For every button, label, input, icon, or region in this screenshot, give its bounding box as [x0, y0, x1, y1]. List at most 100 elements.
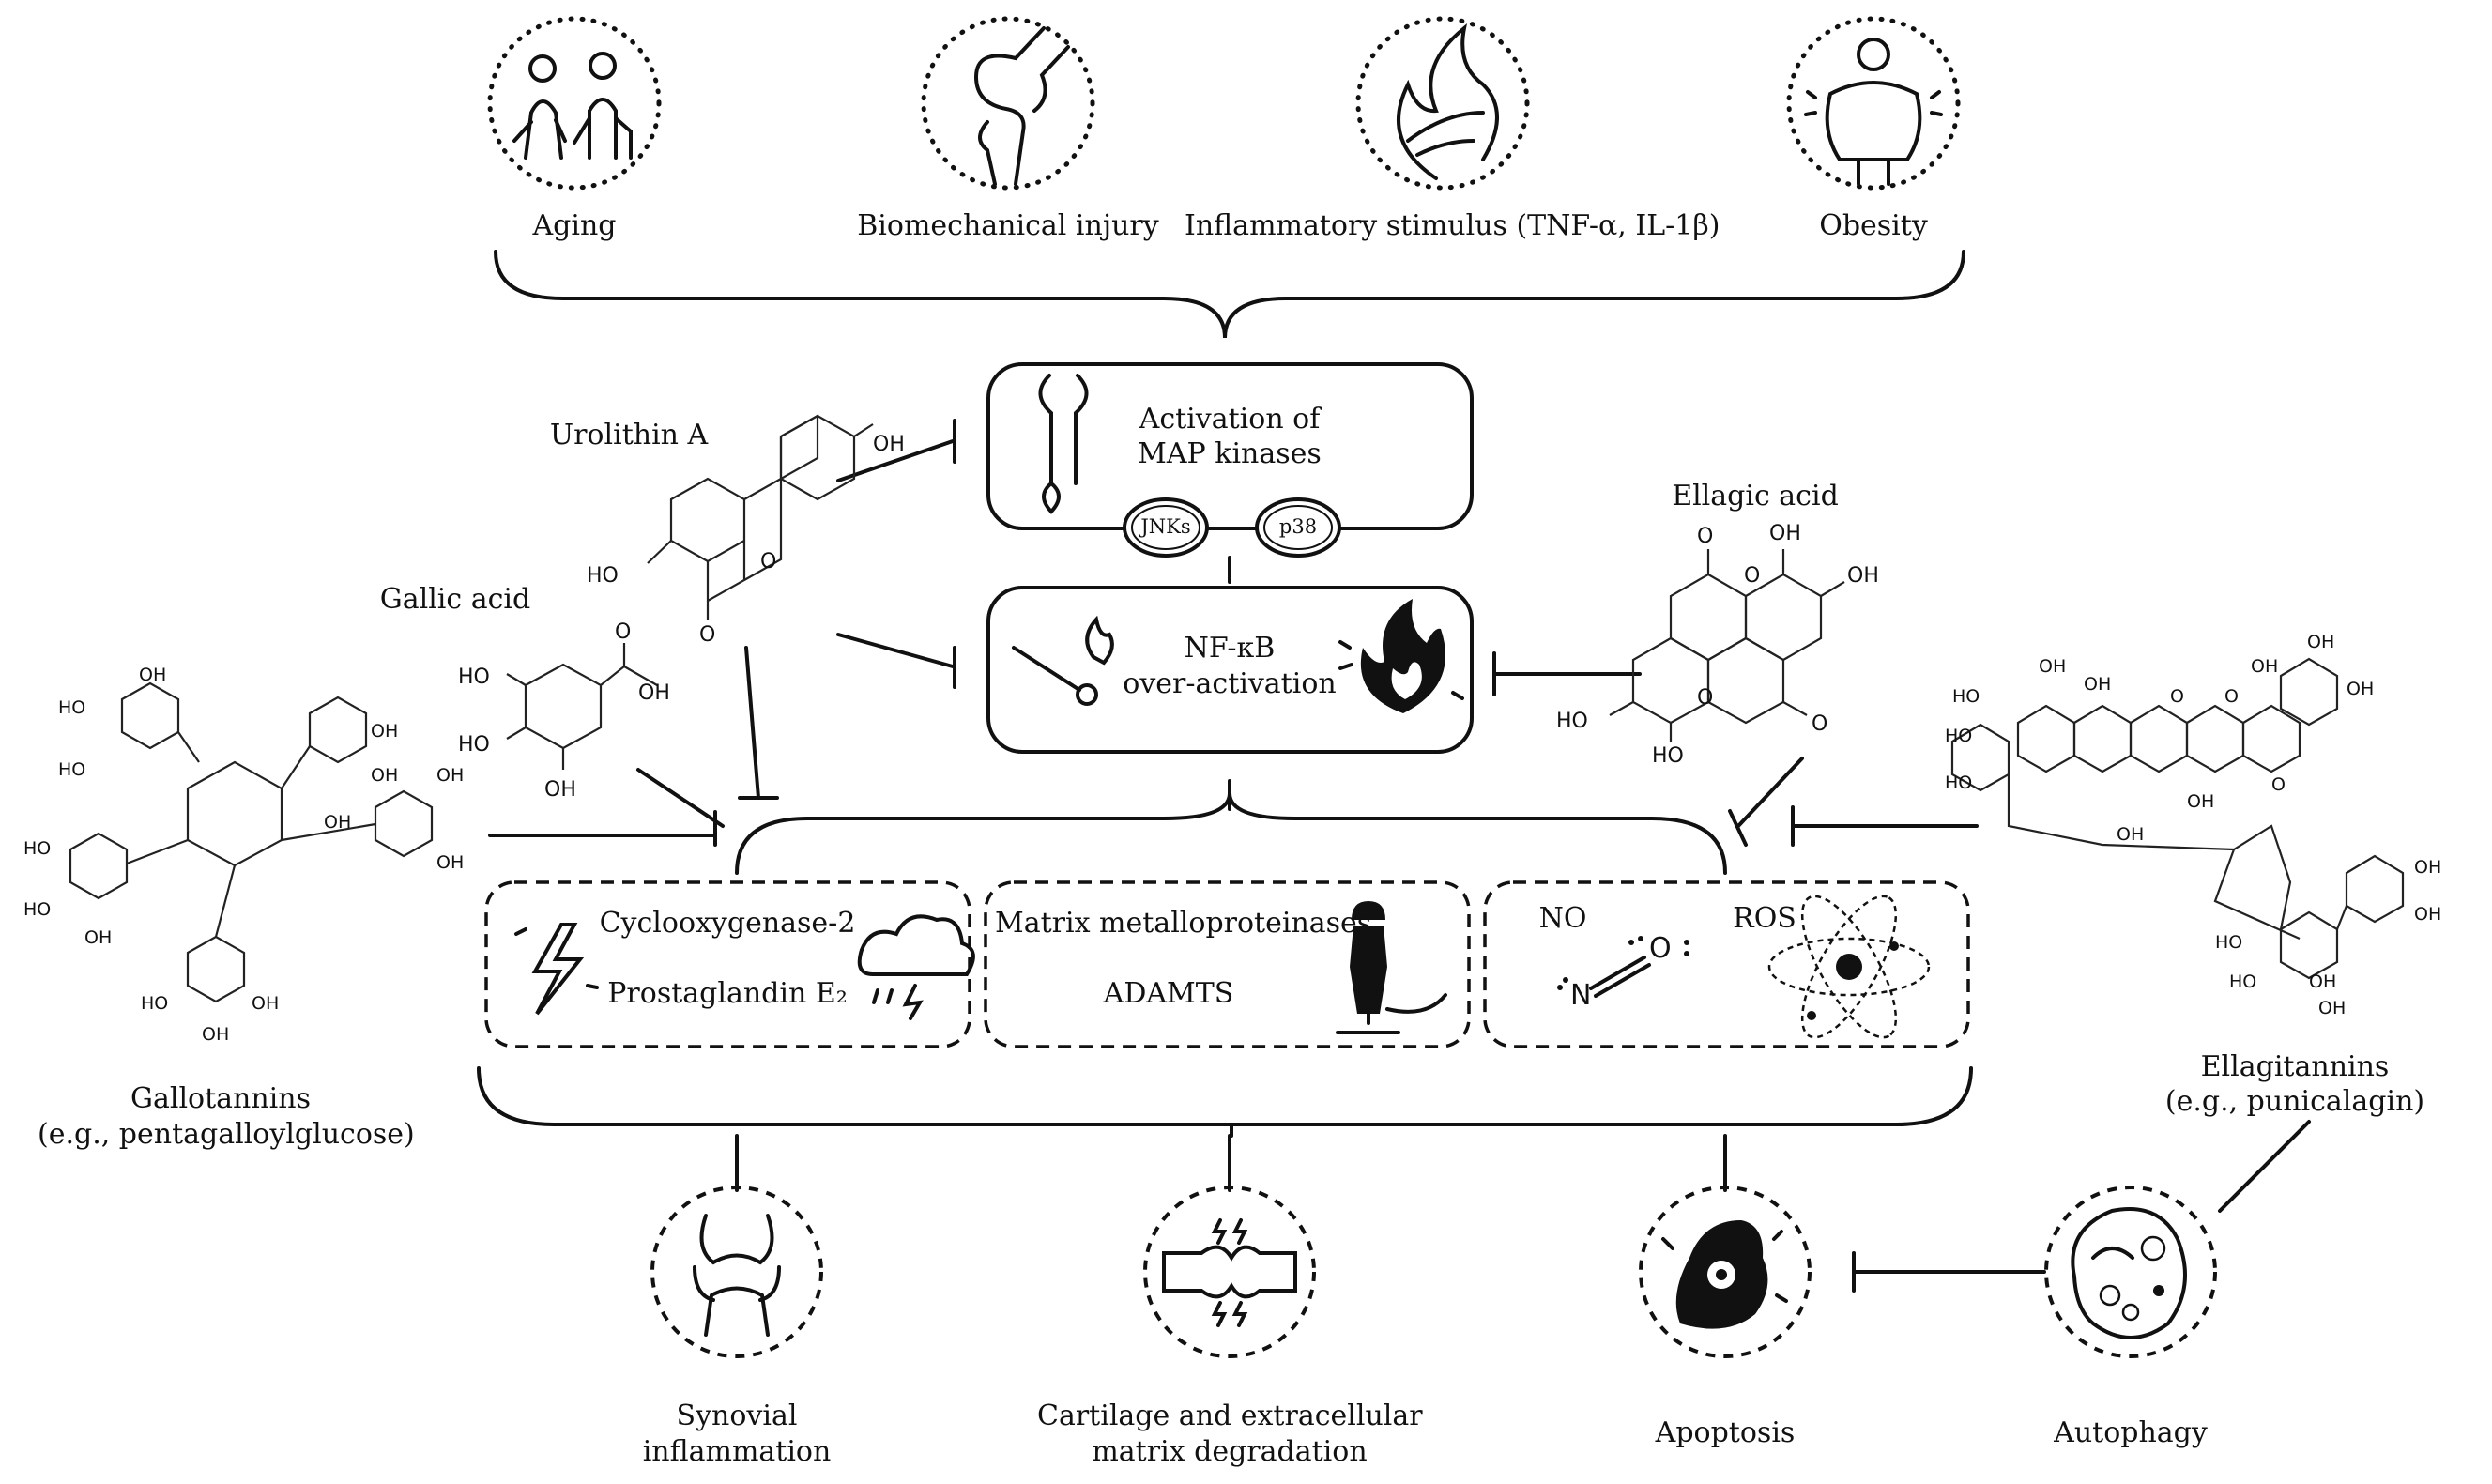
- punic-ho-1: HO: [1952, 686, 1980, 707]
- storm-cloud-icon: [857, 914, 975, 1020]
- urolithin-inhibits-nfkb: [836, 633, 956, 689]
- gallic-ho-1: HO: [458, 666, 490, 689]
- cartilage-label-2: matrix degradation: [1092, 1435, 1368, 1468]
- wrench-icon: [1038, 374, 1089, 514]
- ellagic-ho-3: HO: [1556, 710, 1588, 733]
- punicalagin-structure: [1950, 657, 2405, 980]
- pgg-oh-5: OH: [371, 765, 398, 786]
- punic-oh-18: OH: [2309, 971, 2336, 992]
- ellagic-ho-4: HO: [1652, 744, 1684, 768]
- ellagic-acid-structure: [1609, 549, 1845, 742]
- lightning-icon: [514, 923, 599, 1016]
- ellagic-oh-1: OH: [1769, 522, 1801, 545]
- flame-leaf-icon: [1355, 16, 1530, 191]
- adamts-label: ADAMTS: [1103, 977, 1234, 1010]
- no-label: NO: [1538, 902, 1587, 935]
- pgg-oh-14: OH: [202, 1024, 229, 1045]
- no-ros-box: [1483, 880, 1970, 1048]
- map-kinases-label-2: MAP kinases: [1138, 437, 1322, 470]
- aging-icon: [487, 16, 662, 191]
- autophagy-label: Autophagy: [2054, 1416, 2208, 1449]
- jnks-badge: [1123, 497, 1209, 558]
- synovial-label-1: Synovial: [676, 1400, 798, 1432]
- autophagy-inhibits-apoptosis: [1852, 1251, 2046, 1293]
- urolithin-carbonyl-o: O: [699, 623, 715, 647]
- ellagic-inhibits-mediators: [1728, 757, 1804, 847]
- punic-oh-7: OH: [2307, 632, 2334, 652]
- gallic-inhibits-mediators: [636, 768, 725, 847]
- punic-oh-6: OH: [2251, 656, 2278, 677]
- no-molecule: [1557, 936, 1689, 998]
- cox2-pge2-box: [484, 880, 971, 1048]
- obesity-label: Obesity: [1819, 209, 1928, 242]
- urolithin-oh-1: OH: [873, 433, 905, 456]
- mmp-label: Matrix metalloproteinases: [995, 907, 1372, 940]
- pgg-oh-7: OH: [436, 765, 464, 786]
- aging-label: Aging: [532, 209, 617, 242]
- punic-oh-12: OH: [2187, 791, 2214, 812]
- knee-joint-icon: [921, 16, 1095, 191]
- punic-ho-16: HO: [2215, 932, 2242, 953]
- obese-person-icon: [1786, 16, 1961, 191]
- pentagalloylglucose-structure: [69, 681, 434, 1003]
- punic-o-10: O: [2224, 686, 2239, 707]
- ellagic-o-3: O: [1697, 686, 1713, 710]
- pgg-ho-2: HO: [58, 697, 85, 718]
- biomechanical-injury-label: Biomechanical injury: [857, 209, 1159, 242]
- pge2-label: Prostaglandin E₂: [607, 977, 848, 1010]
- autophagic-cell-icon: [2044, 1186, 2217, 1358]
- nfkb-label-1: NF-κB: [1184, 632, 1276, 665]
- gallic-acid-label: Gallic acid: [379, 583, 531, 616]
- ellagitannins-label-1: Ellagitannins: [2200, 1050, 2390, 1083]
- punic-o-11: O: [2271, 774, 2286, 795]
- ellagitannins-inhibit-mediators: [1791, 805, 1979, 847]
- gallic-oh-3: OH: [544, 778, 576, 802]
- ros-label: ROS: [1733, 902, 1796, 935]
- pgg-ho-10: HO: [23, 899, 51, 920]
- gallotannins-label-2: (e.g., pentagalloylglucose): [38, 1118, 415, 1151]
- pgg-ho-12: HO: [141, 993, 168, 1014]
- gallic-ho-2: HO: [458, 733, 490, 757]
- cartilage-damage-icon: [1143, 1186, 1316, 1358]
- no-o-atom: O: [1649, 932, 1672, 965]
- gallic-carbonyl-o: O: [615, 620, 631, 644]
- bottom-brace: [477, 1066, 1973, 1126]
- ellagic-o-1: O: [1697, 525, 1713, 548]
- nfkb-box: [986, 586, 1474, 754]
- urolithin-ring-o: O: [760, 550, 776, 574]
- dying-cell-icon: [1639, 1186, 1812, 1358]
- ellagic-oh-2: OH: [1847, 564, 1879, 588]
- punic-oh-13: OH: [2117, 824, 2144, 845]
- urolithin-inhibits-mediators: [738, 646, 779, 800]
- apoptosis-label: Apoptosis: [1655, 1416, 1796, 1449]
- jnks-label: JNKs: [1140, 515, 1191, 538]
- punic-ho-17: HO: [2229, 971, 2256, 992]
- ellagitannins-to-autophagy: [2218, 1120, 2311, 1213]
- gallic-cooh: OH: [638, 681, 670, 705]
- ellagic-acid-label: Ellagic acid: [1672, 480, 1839, 513]
- punic-oh-3: OH: [2084, 674, 2111, 695]
- fire-icon: [1338, 599, 1464, 713]
- pgg-oh-13: OH: [252, 993, 279, 1014]
- pgg-oh-8: OH: [436, 852, 464, 873]
- map-kinases-label-1: Activation of: [1139, 403, 1321, 436]
- cartilage-label-1: Cartilage and extracellular: [1037, 1400, 1423, 1432]
- punic-oh-8: OH: [2347, 679, 2374, 699]
- pgg-oh-11: OH: [84, 927, 112, 948]
- pgg-ho-9: HO: [23, 838, 51, 859]
- map-kinases-box: [986, 362, 1474, 530]
- mmp-adamts-box: [984, 880, 1471, 1048]
- urolithin-a-structure: [647, 414, 874, 620]
- gallic-acid-structure: [506, 643, 658, 770]
- pgg-ho-3: HO: [58, 759, 85, 780]
- gallotannins-label-1: Gallotannins: [130, 1082, 311, 1115]
- urolithin-inhibits-map: [836, 419, 956, 482]
- ellagic-inhibits-nfkb: [1492, 651, 1642, 696]
- p38-badge: [1255, 497, 1341, 558]
- synovial-label-2: inflammation: [642, 1435, 832, 1468]
- joint-icon: [650, 1186, 823, 1358]
- punic-oh-19: OH: [2318, 998, 2346, 1018]
- nfkb-label-2: over-activation: [1123, 667, 1337, 700]
- ellagic-o-2: O: [1744, 564, 1760, 588]
- inflammatory-stimulus-label: Inflammatory stimulus (TNF-α, IL-1β): [1185, 209, 1720, 242]
